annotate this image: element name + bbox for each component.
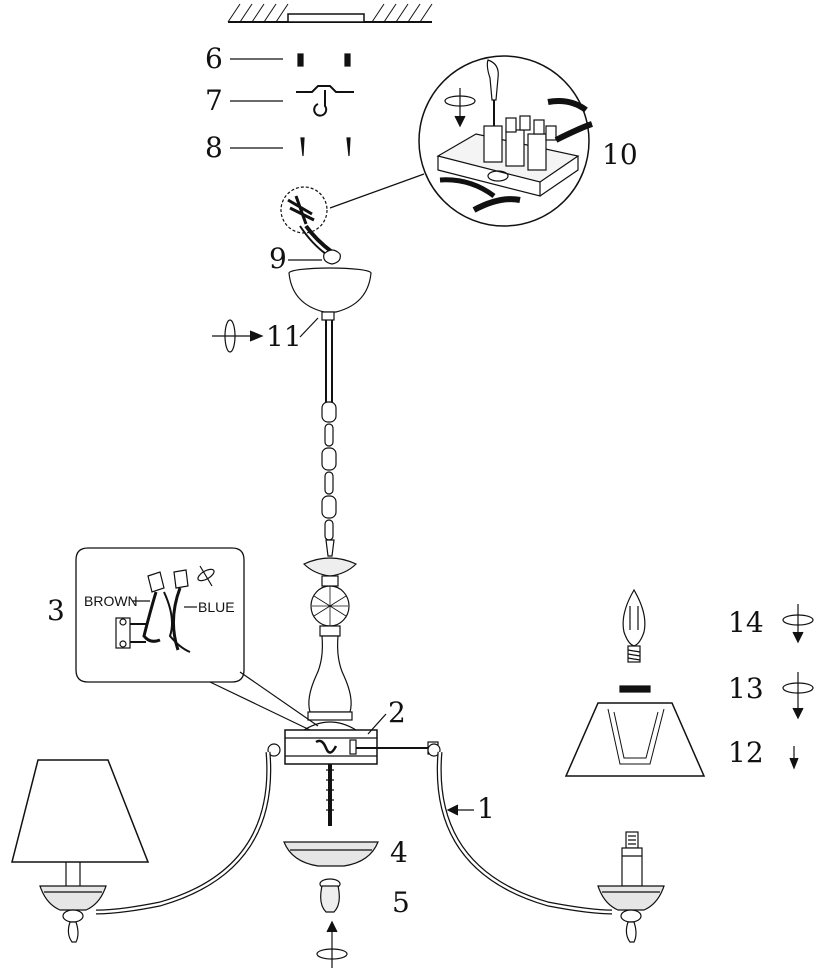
callout-13: 13 bbox=[728, 672, 764, 705]
callout-3: 3 bbox=[47, 594, 65, 627]
bulb-item-14 bbox=[622, 588, 646, 663]
chain bbox=[321, 320, 337, 541]
callout-8: 8 bbox=[205, 131, 223, 164]
screws-item-8: 8 bbox=[205, 131, 351, 164]
callout-11: 11 bbox=[266, 320, 302, 353]
ceiling bbox=[227, 3, 433, 23]
right-arm-item-1: 1 bbox=[427, 743, 613, 915]
shade-ring-item-13 bbox=[619, 685, 651, 693]
callout-2: 2 bbox=[388, 696, 406, 729]
left-shade-and-cup bbox=[11, 759, 150, 943]
callout-7: 7 bbox=[205, 84, 223, 117]
callout-1: 1 bbox=[477, 792, 495, 825]
wire-connection-item-9: 9 bbox=[269, 186, 341, 275]
fixture-body-item-2: 2 bbox=[284, 696, 439, 826]
canopy-screw-item-11: 11 bbox=[212, 317, 319, 353]
callout-9: 9 bbox=[269, 242, 287, 275]
callout-12: 12 bbox=[728, 736, 764, 769]
canopy bbox=[288, 267, 372, 321]
terminal-block-detail-item-10: 10 bbox=[329, 55, 638, 227]
callout-5: 5 bbox=[392, 886, 410, 919]
callout-10: 10 bbox=[602, 138, 638, 171]
finial-item-5: 5 bbox=[316, 878, 410, 968]
callout-4: 4 bbox=[390, 836, 408, 869]
callout-14: 14 bbox=[728, 606, 764, 639]
hook-bracket-item-7: 7 bbox=[205, 84, 354, 117]
bottom-cup-item-4: 4 bbox=[283, 836, 408, 869]
left-arm bbox=[95, 743, 281, 915]
wire-label-blue: BLUE bbox=[198, 599, 235, 615]
right-shade-item-12 bbox=[564, 702, 706, 777]
wire-label-brown: BROWN bbox=[84, 593, 138, 609]
right-socket-and-cup bbox=[597, 831, 665, 943]
screws-item-6: 6 bbox=[205, 42, 351, 75]
wiring-detail-item-3: 3 BROWN BLUE bbox=[47, 547, 319, 731]
callout-group-right: 14 13 12 bbox=[728, 604, 814, 770]
central-stem bbox=[302, 539, 358, 731]
callout-6: 6 bbox=[205, 42, 223, 75]
